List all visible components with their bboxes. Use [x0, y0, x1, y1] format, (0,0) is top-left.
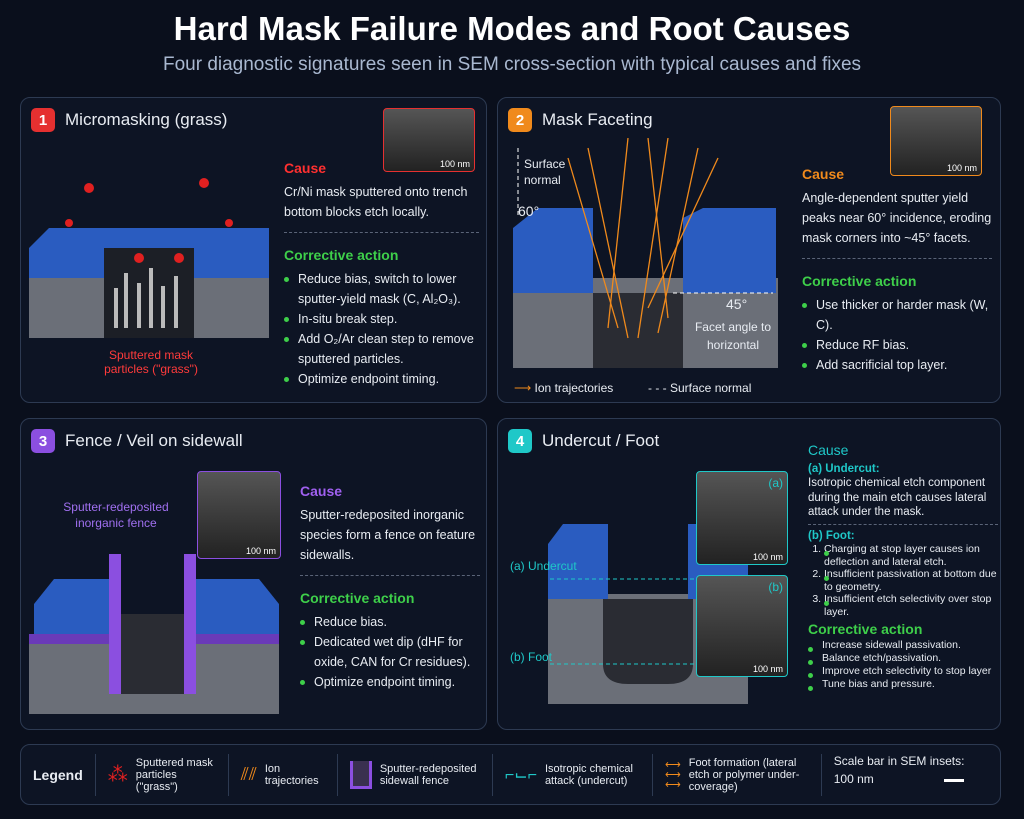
sem-inset: 100 nm — [197, 471, 281, 559]
legend-item-fence: Sputter-redeposited sidewall fence — [338, 753, 493, 796]
legend-item-grass: ⁂Sputtered mask particles ("grass") — [96, 753, 229, 796]
cause-section: Cause (a) Undercut: Isotropic chemical e… — [808, 443, 998, 691]
key-ion-trajectories: ⟶ Ion trajectories — [514, 381, 614, 395]
panel-title: Micromasking (grass) — [65, 110, 228, 129]
action-item: Increase sidewall passivation. — [808, 639, 998, 652]
action-item: Use thicker or harder mask (W, C). — [802, 295, 992, 335]
action-item: In-situ break step. — [284, 309, 479, 329]
sem-inset-b: (b)100 nm — [696, 575, 788, 677]
action-item: Reduce bias, switch to lower sputter-yie… — [284, 269, 479, 309]
panel-number: 4 — [508, 429, 532, 453]
facet-angle-label: Facet angle to horizontal — [694, 320, 772, 352]
legend-scale: Scale bar in SEM insets:100 nm — [833, 753, 965, 786]
foot-cause: Insufficient etch selectivity over stop … — [824, 593, 998, 618]
action-item: Add sacrificial top layer. — [802, 355, 992, 375]
surface-normal-label: Surface normal — [524, 157, 566, 187]
panel-title: Fence / Veil on sidewall — [65, 431, 243, 450]
action-item: Improve etch selectivity to stop layer — [808, 665, 998, 678]
undercut-marker: (a) Undercut — [510, 559, 577, 573]
legend: Legend ⁂Sputtered mask particles ("grass… — [20, 744, 1001, 805]
grass-label: Sputtered mask particles ("grass") — [104, 348, 198, 376]
foot-cause: Insufficient passivation at bottom due t… — [824, 568, 998, 593]
legend-item-ions: ⫽⫽Ion trajectories — [229, 753, 338, 796]
panel-micromasking: 1 Micromasking (grass) Sputtered mask par… — [20, 97, 487, 403]
panel-number: 2 — [508, 108, 532, 132]
angle-45-label: 45° — [726, 296, 748, 312]
action-item: Reduce bias. — [300, 612, 480, 632]
cause-section: Cause Sputter-redeposited inorganic spec… — [300, 481, 480, 692]
panel-number: 3 — [31, 429, 55, 453]
panel-title: Mask Faceting — [542, 110, 653, 129]
action-item: Add O₂/Ar clean step to remove sputtered… — [284, 329, 479, 369]
ion-trajectories-icon: ⫽⫽ — [240, 764, 257, 784]
fence-label: Sputter-redeposited inorganic fence — [63, 500, 169, 530]
action-item: Optimize endpoint timing. — [284, 369, 479, 389]
cause-section: Cause Cr/Ni mask sputtered onto trench b… — [284, 158, 479, 389]
angle-60-label: 60° — [518, 203, 540, 219]
action-item: Dedicated wet dip (dHF for oxide, CAN fo… — [300, 632, 480, 672]
faceting-diagram — [513, 138, 778, 368]
key-surface-normal: - - - Surface normal — [648, 381, 752, 395]
action-item: Tune bias and pressure. — [808, 678, 998, 691]
foot-arrows-icon: ⟷⟷⟷ — [664, 758, 681, 791]
action-item: Reduce RF bias. — [802, 335, 992, 355]
panel-title: Undercut / Foot — [542, 431, 660, 450]
cause-section: Cause Angle-dependent sputter yield peak… — [802, 164, 992, 375]
sem-inset: 100 nm — [890, 106, 982, 176]
action-item: Optimize endpoint timing. — [300, 672, 480, 692]
panel-fence: 3 Fence / Veil on sidewall Sputter-redepo… — [20, 418, 487, 730]
foot-cause: Charging at stop layer causes ion deflec… — [824, 543, 998, 568]
sem-inset: 100 nm — [383, 108, 475, 172]
panel-number: 1 — [31, 108, 55, 132]
particles-icon: ⁂ — [107, 764, 128, 786]
micromasking-diagram — [29, 178, 269, 338]
legend-item-undercut: ⌐⌙⌐Isotropic chemical attack (undercut) — [493, 753, 653, 796]
page-subtitle: Four diagnostic signatures seen in SEM c… — [162, 54, 862, 75]
action-item: Balance etch/passivation. — [808, 652, 998, 665]
panel-undercut-foot: 4 Undercut / Foot (a) Undercut (b) Foot (… — [497, 418, 1001, 730]
sem-inset-a: (a)100 nm — [696, 471, 788, 565]
legend-title: Legend — [21, 753, 96, 796]
fence-diagram — [29, 554, 279, 714]
page-title: Hard Mask Failure Modes and Root Causes — [173, 10, 851, 47]
scale-bar-icon — [943, 778, 964, 782]
isotropic-attack-icon: ⌐⌙⌐ — [504, 766, 537, 784]
fence-icon — [349, 760, 372, 789]
legend-item-foot: ⟷⟷⟷Foot formation (lateral etch or polym… — [653, 753, 822, 796]
panel-faceting: 2 Mask Faceting Surface normal 60° 45° Fa… — [497, 97, 1001, 403]
foot-marker: (b) Foot — [510, 650, 553, 664]
